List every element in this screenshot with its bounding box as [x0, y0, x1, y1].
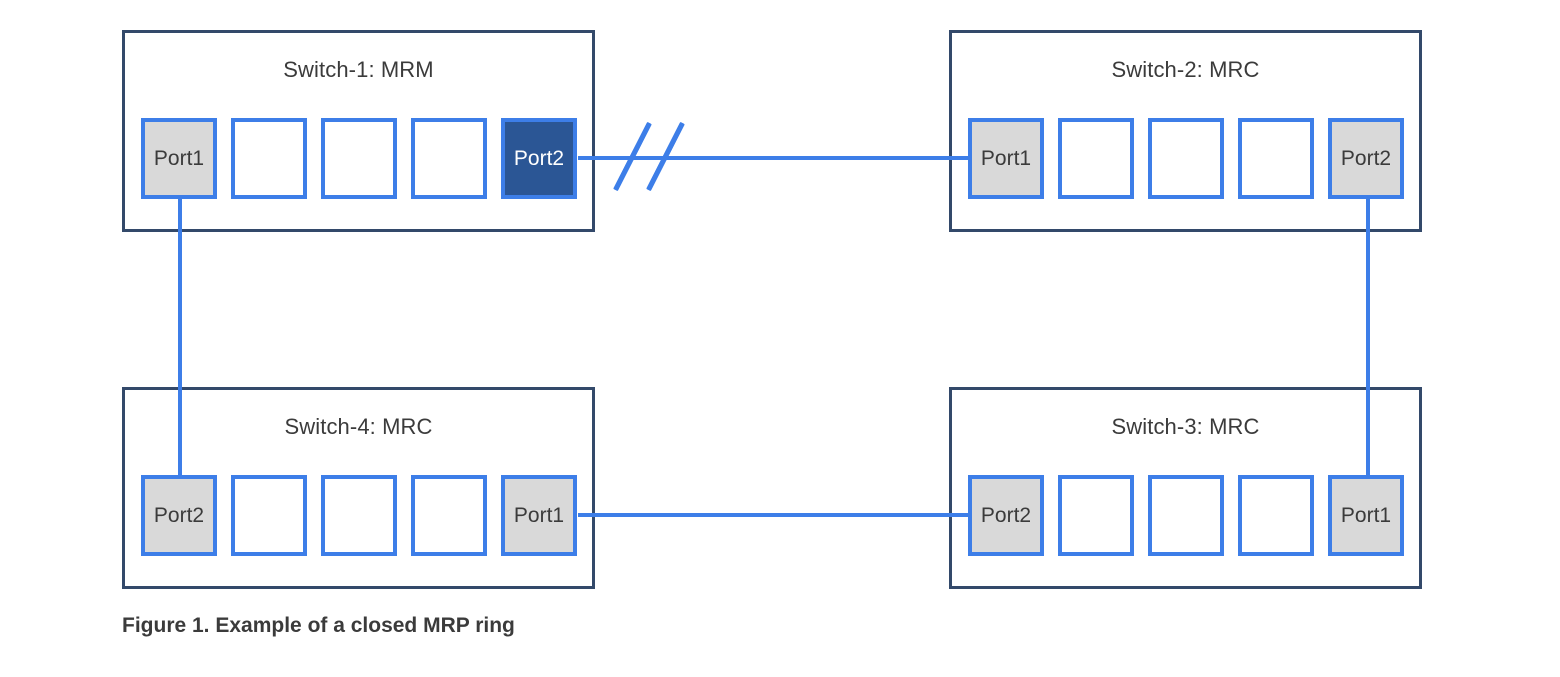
switch-3-title: Switch-3: MRC — [1111, 414, 1260, 439]
switch-4-chassis[interactable]: Switch-4: MRC Port2 Port1 — [122, 387, 595, 589]
switch-1-chassis[interactable]: Switch-1: MRM Port1 Port2 — [122, 30, 595, 232]
switch-2-ports: Port1 Port2 — [968, 118, 1404, 199]
switch-4-ports: Port2 Port1 — [141, 475, 577, 556]
switch-3-port-2[interactable] — [1058, 475, 1134, 556]
figure-caption: Figure 1. Example of a closed MRP ring — [122, 614, 515, 637]
switch-2-chassis[interactable]: Switch-2: MRC Port1 Port2 — [949, 30, 1422, 232]
switch-3-port-1[interactable]: Port2 — [968, 475, 1044, 556]
switch-2-port-5[interactable]: Port2 — [1328, 118, 1404, 199]
switch-1-port-2[interactable] — [231, 118, 307, 199]
switch-3-ports: Port2 Port1 — [968, 475, 1404, 556]
link-bottom-horizontal-overlay — [578, 513, 970, 517]
switch-3-port-3[interactable] — [1148, 475, 1224, 556]
switch-3-port-4[interactable] — [1238, 475, 1314, 556]
switch-1-ports: Port1 Port2 — [141, 118, 577, 199]
switch-4-port-2[interactable] — [231, 475, 307, 556]
link-right-vertical-overlay — [1366, 196, 1370, 476]
switch-3-chassis[interactable]: Switch-3: MRC Port2 Port1 — [949, 387, 1422, 589]
switch-2-title: Switch-2: MRC — [1111, 57, 1260, 82]
switch-4-port-3[interactable] — [321, 475, 397, 556]
switch-1-port-4[interactable] — [411, 118, 487, 199]
switch-4-title: Switch-4: MRC — [284, 414, 433, 439]
switch-2-port-3[interactable] — [1148, 118, 1224, 199]
switch-4-port-4[interactable] — [411, 475, 487, 556]
switch-3-port-5[interactable]: Port1 — [1328, 475, 1404, 556]
switch-2-port-4[interactable] — [1238, 118, 1314, 199]
switch-1-port-5[interactable]: Port2 — [501, 118, 577, 199]
switch-4-port-1[interactable]: Port2 — [141, 475, 217, 556]
link-top-horizontal-overlay — [578, 156, 970, 160]
switch-2-port-1[interactable]: Port1 — [968, 118, 1044, 199]
switch-1-port-3[interactable] — [321, 118, 397, 199]
link-left-vertical-overlay — [178, 196, 182, 476]
switch-4-port-5[interactable]: Port1 — [501, 475, 577, 556]
switch-1-title: Switch-1: MRM — [283, 57, 434, 82]
switch-1-port-1[interactable]: Port1 — [141, 118, 217, 199]
switch-2-port-2[interactable] — [1058, 118, 1134, 199]
